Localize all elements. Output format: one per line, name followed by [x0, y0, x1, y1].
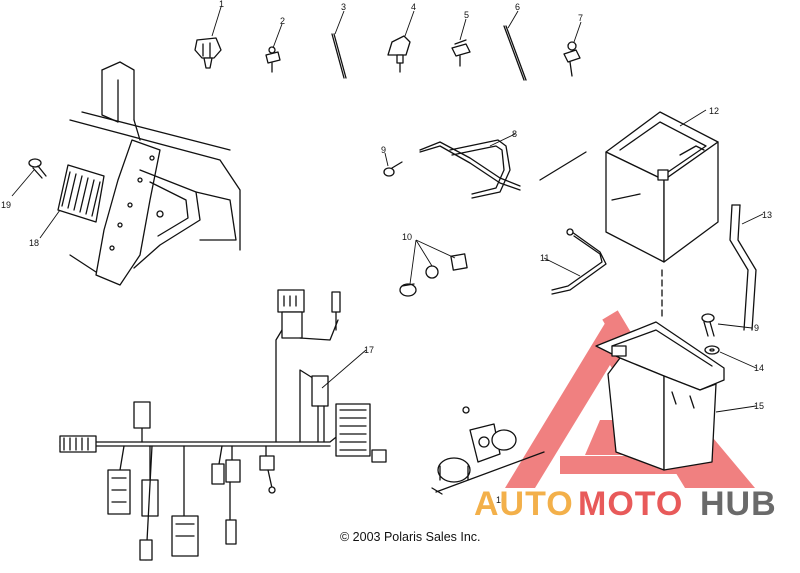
watermark-word-auto: AUTO	[474, 485, 574, 523]
callout-7: 7	[578, 13, 583, 23]
callout-15: 15	[754, 401, 764, 411]
callout-17: 17	[364, 345, 374, 355]
callout-19: 19	[1, 200, 11, 210]
part-7-grommet	[563, 41, 581, 77]
callout-9b: 9	[754, 323, 759, 333]
part-5-grommet	[451, 39, 471, 67]
callout-13: 13	[762, 210, 772, 220]
callout-9: 9	[381, 145, 386, 155]
callout-1: 1	[219, 0, 224, 9]
callout-8: 8	[512, 129, 517, 139]
part-1-clip	[194, 37, 222, 69]
callout-16: 16	[496, 495, 506, 505]
battery-locator-line-2	[611, 193, 641, 201]
part-16-kit	[431, 406, 545, 495]
callout-5: 5	[464, 10, 469, 20]
copyright-notice: © 2003 Polaris Sales Inc.	[340, 530, 481, 544]
part-9-screw	[383, 161, 403, 177]
part-4-clip	[387, 35, 411, 73]
watermark-word-hub: HUB	[700, 485, 777, 523]
callout-11: 11	[540, 253, 549, 263]
part-8-cables	[419, 139, 521, 199]
part-13-strap	[729, 204, 757, 331]
frame-bracket	[69, 61, 241, 286]
part-14-washer	[704, 345, 720, 355]
watermark-logo: AUTO MOTO HUB	[474, 485, 777, 523]
callout-4: 4	[411, 2, 416, 12]
callout-18: 18	[29, 238, 39, 248]
part-12-battery	[605, 111, 719, 263]
part-6-rod	[503, 25, 527, 81]
battery-locator-line	[539, 151, 587, 181]
leader-lines	[11, 6, 764, 413]
callout-3: 3	[341, 2, 346, 12]
part-9-bolt	[701, 313, 715, 337]
callout-12: 12	[709, 106, 719, 116]
part-2-grommet	[265, 46, 281, 73]
callout-labels: 1 2 3 4 5 6 7 8 9 10 11 12 13 14 15 16 1…	[1, 0, 772, 505]
wiring-harness	[59, 289, 387, 561]
part-11-cable	[551, 228, 607, 295]
callout-10: 10	[402, 232, 412, 242]
callout-14: 14	[754, 363, 764, 373]
part-19-bolt	[28, 158, 47, 179]
part-18-pad	[57, 164, 105, 223]
callout-2: 2	[280, 16, 285, 26]
part-10-terminals	[399, 253, 468, 297]
watermark-word-moto: MOTO	[578, 485, 683, 523]
part-15-battery-box	[595, 321, 725, 471]
callout-6: 6	[515, 2, 520, 12]
part-3-rod	[331, 33, 347, 79]
